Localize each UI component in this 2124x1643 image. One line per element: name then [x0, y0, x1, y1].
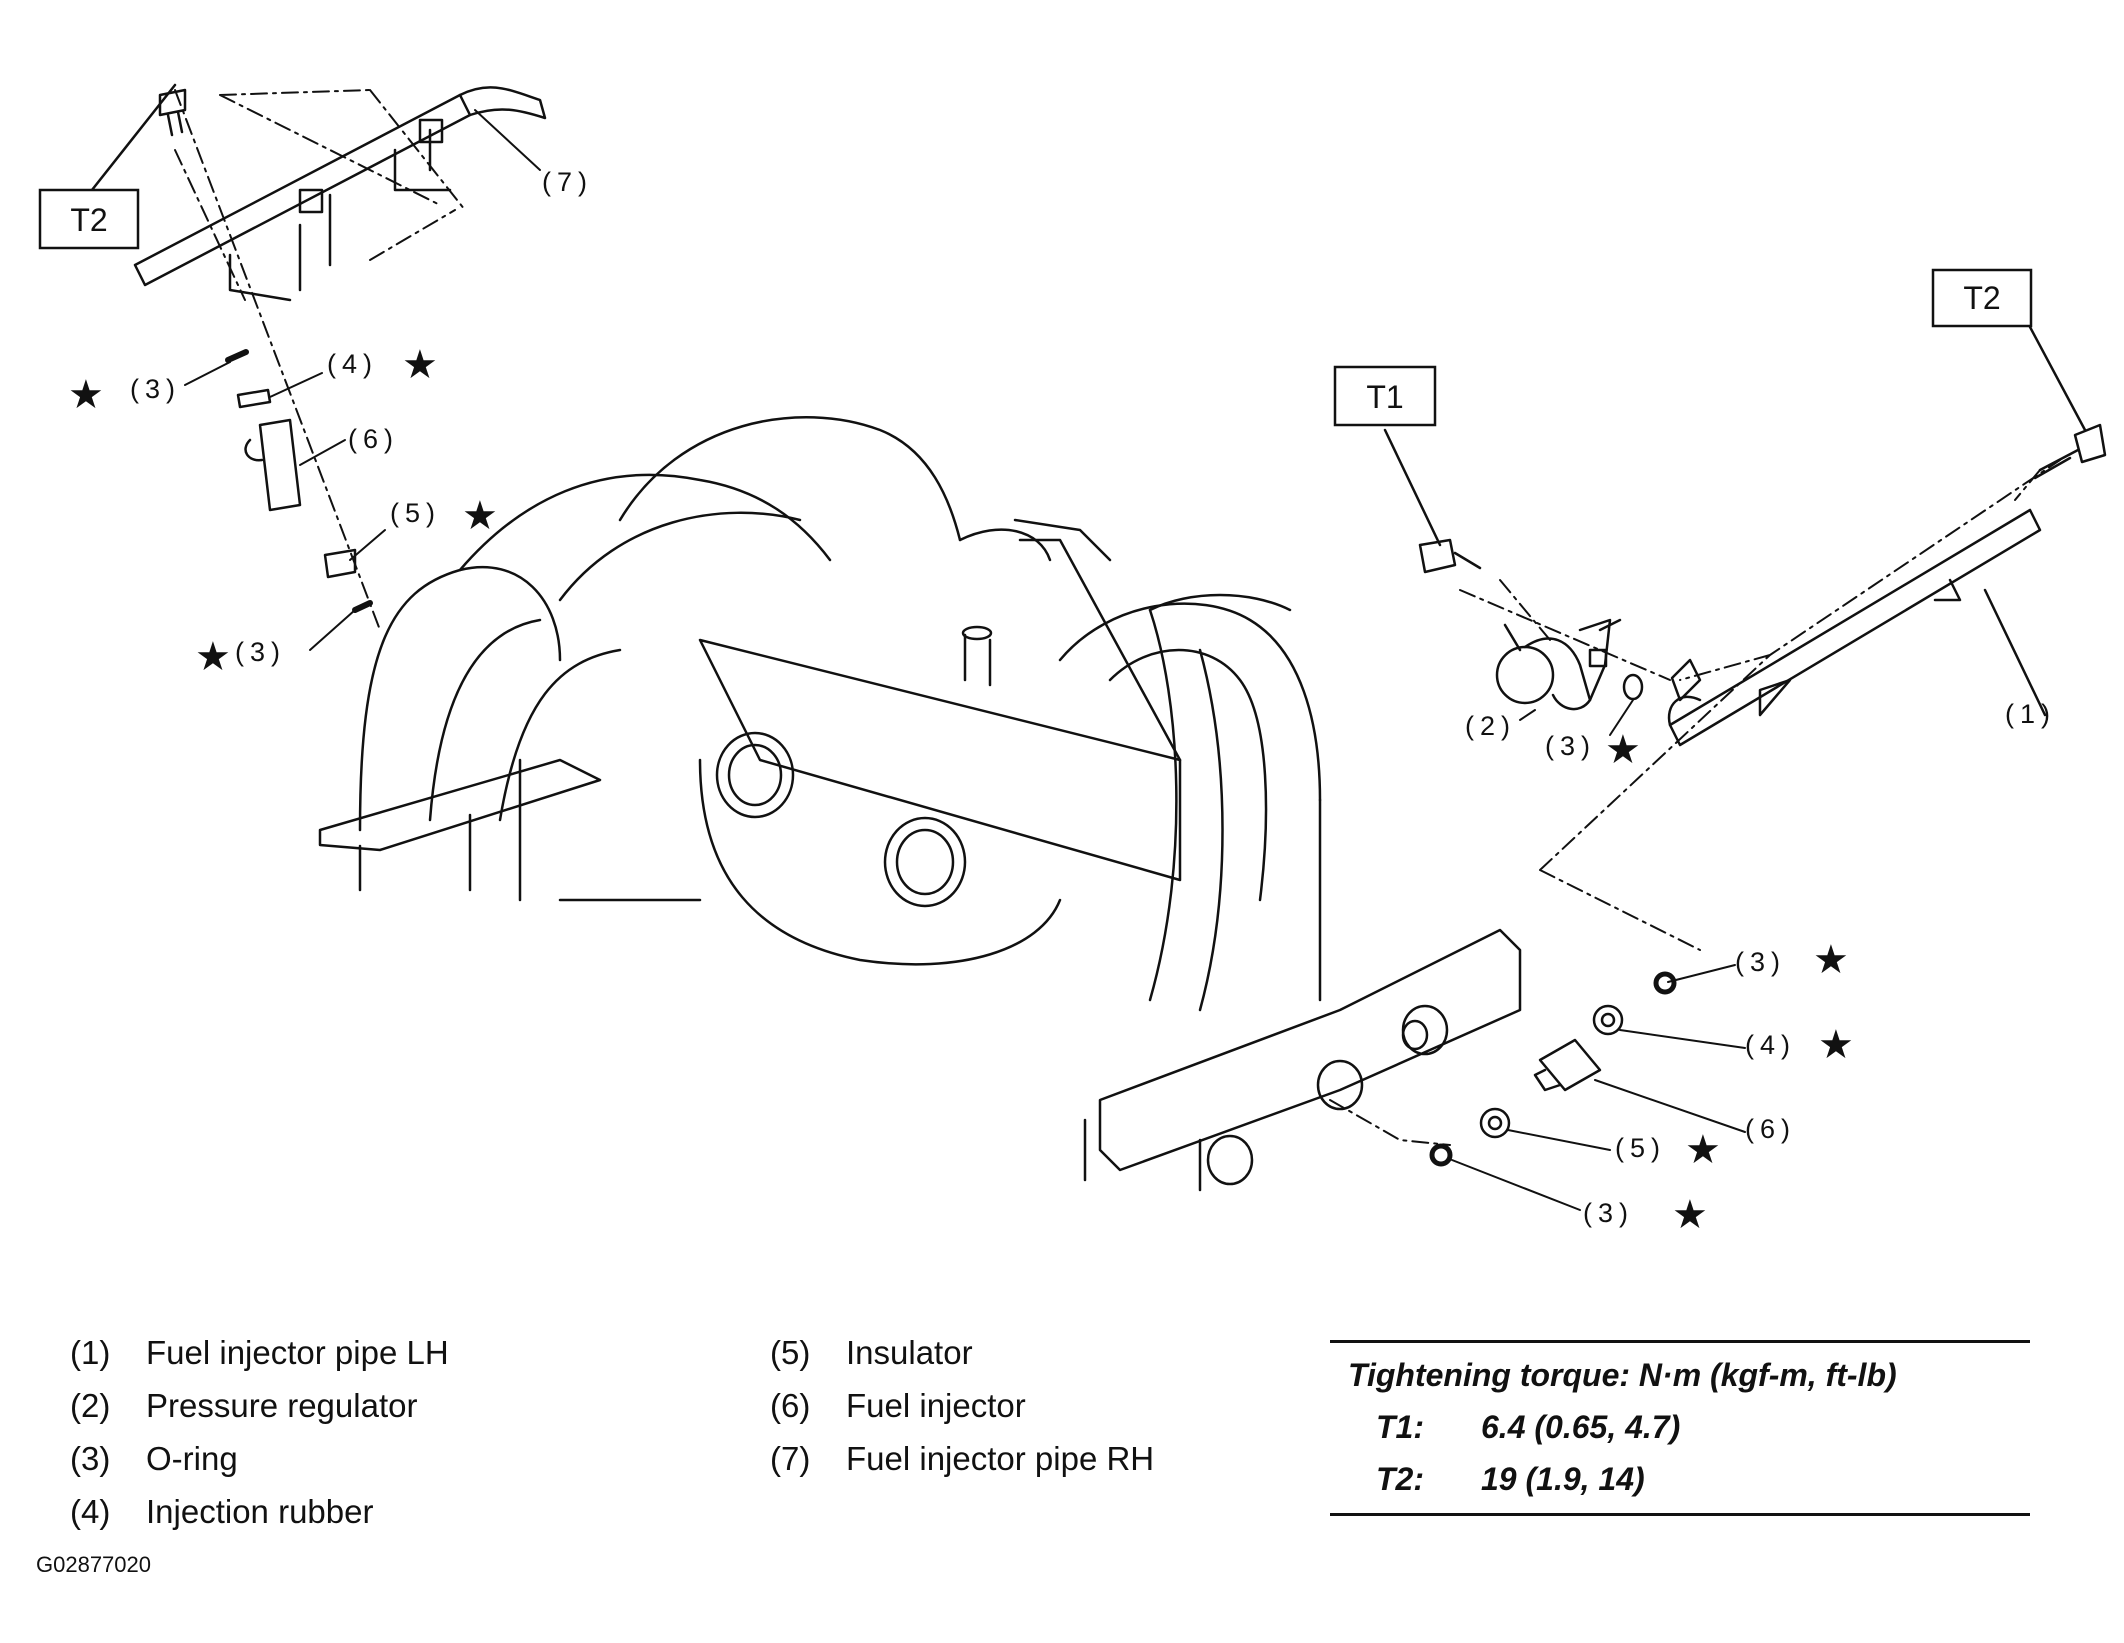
svg-text:T1: T1 — [1366, 379, 1403, 415]
left-injector-stack — [225, 349, 373, 613]
svg-text:T2: T2 — [1963, 280, 2000, 316]
legend-item: (3)O-ring — [70, 1440, 238, 1477]
callout-7: (7) — [542, 167, 593, 197]
legend-item: (7)Fuel injector pipe RH — [770, 1440, 1155, 1477]
legend-item: (6)Fuel injector — [770, 1387, 1026, 1424]
callout-3-right-lower: (3) — [1583, 1198, 1634, 1228]
alignment-lines — [174, 89, 2061, 1146]
callout-6-right: (6) — [1745, 1114, 1796, 1144]
leader-lines — [184, 109, 1746, 1211]
legend-item: (5)Insulator — [770, 1334, 973, 1371]
callout-6-left: (6) — [348, 424, 399, 454]
star-icon: ★ — [1672, 1192, 1708, 1238]
star-icon: ★ — [1818, 1022, 1854, 1068]
fuel-injector-pipe-rh — [133, 86, 547, 302]
callout-1: (1) — [2005, 699, 2056, 729]
star-icon: ★ — [68, 372, 104, 418]
callout-5-right: (5) — [1615, 1133, 1666, 1163]
svg-text:T2: T2 — [70, 202, 107, 238]
callout-3-left-lower: (3) — [235, 637, 286, 667]
star-icon: ★ — [1813, 937, 1849, 983]
replace-stars: ★ ★ ★ ★ ★ ★ ★ ★ ★ — [68, 342, 1854, 1238]
star-icon: ★ — [402, 342, 438, 388]
t2-right-box: T2 — [1931, 268, 2033, 328]
bolt-t2-left — [86, 83, 187, 197]
right-injector-stack — [1429, 971, 1677, 1167]
star-icon: ★ — [1605, 727, 1641, 773]
fuel-injector-pipe-lh — [1667, 508, 2047, 747]
callout-3-right-upper: (3) — [1735, 947, 1786, 977]
torque-row-t2: T2: 19 (1.9, 14) — [1376, 1461, 1645, 1497]
torque-row-t1: T1: 6.4 (0.65, 4.7) — [1376, 1409, 1681, 1445]
callout-2: (2) — [1465, 711, 1516, 741]
legend-item: (4)Injection rubber — [70, 1493, 374, 1530]
t2-left-box: T2 — [38, 188, 140, 250]
legend-item: (1)Fuel injector pipe LH — [70, 1334, 449, 1371]
torque-heading: Tightening torque: N·m (kgf-m, ft-lb) — [1348, 1357, 1897, 1393]
intake-manifold — [318, 415, 1522, 1192]
callout-4-right: (4) — [1745, 1030, 1796, 1060]
star-icon: ★ — [195, 634, 231, 680]
star-icon: ★ — [462, 493, 498, 539]
bolt-t2-right — [2028, 325, 2107, 480]
legend-item: (2)Pressure regulator — [70, 1387, 418, 1424]
figure-id: G02877020 — [36, 1552, 151, 1577]
star-icon: ★ — [1685, 1127, 1721, 1173]
tightening-torque-table: Tightening torque: N·m (kgf-m, ft-lb) T1… — [1330, 1340, 2030, 1516]
parts-legend-left: (1)Fuel injector pipe LH (2)Pressure reg… — [70, 1326, 449, 1538]
callout-4-left: (4) — [327, 349, 378, 379]
callout-3-regulator: (3) — [1545, 731, 1596, 761]
bolt-t1 — [1383, 428, 1482, 574]
parts-legend-middle: (5)Insulator (6)Fuel injector (7)Fuel in… — [770, 1326, 1154, 1485]
callout-5-left: (5) — [390, 498, 441, 528]
pressure-regulator — [1495, 618, 1644, 711]
fuel-injector-exploded-diagram: T2 T1 T2 (7) (3) (4) (6) (5) (3) (2) (3)… — [38, 83, 2107, 1238]
t1-box: T1 — [1333, 365, 1437, 427]
callout-3-left-upper: (3) — [130, 374, 181, 404]
